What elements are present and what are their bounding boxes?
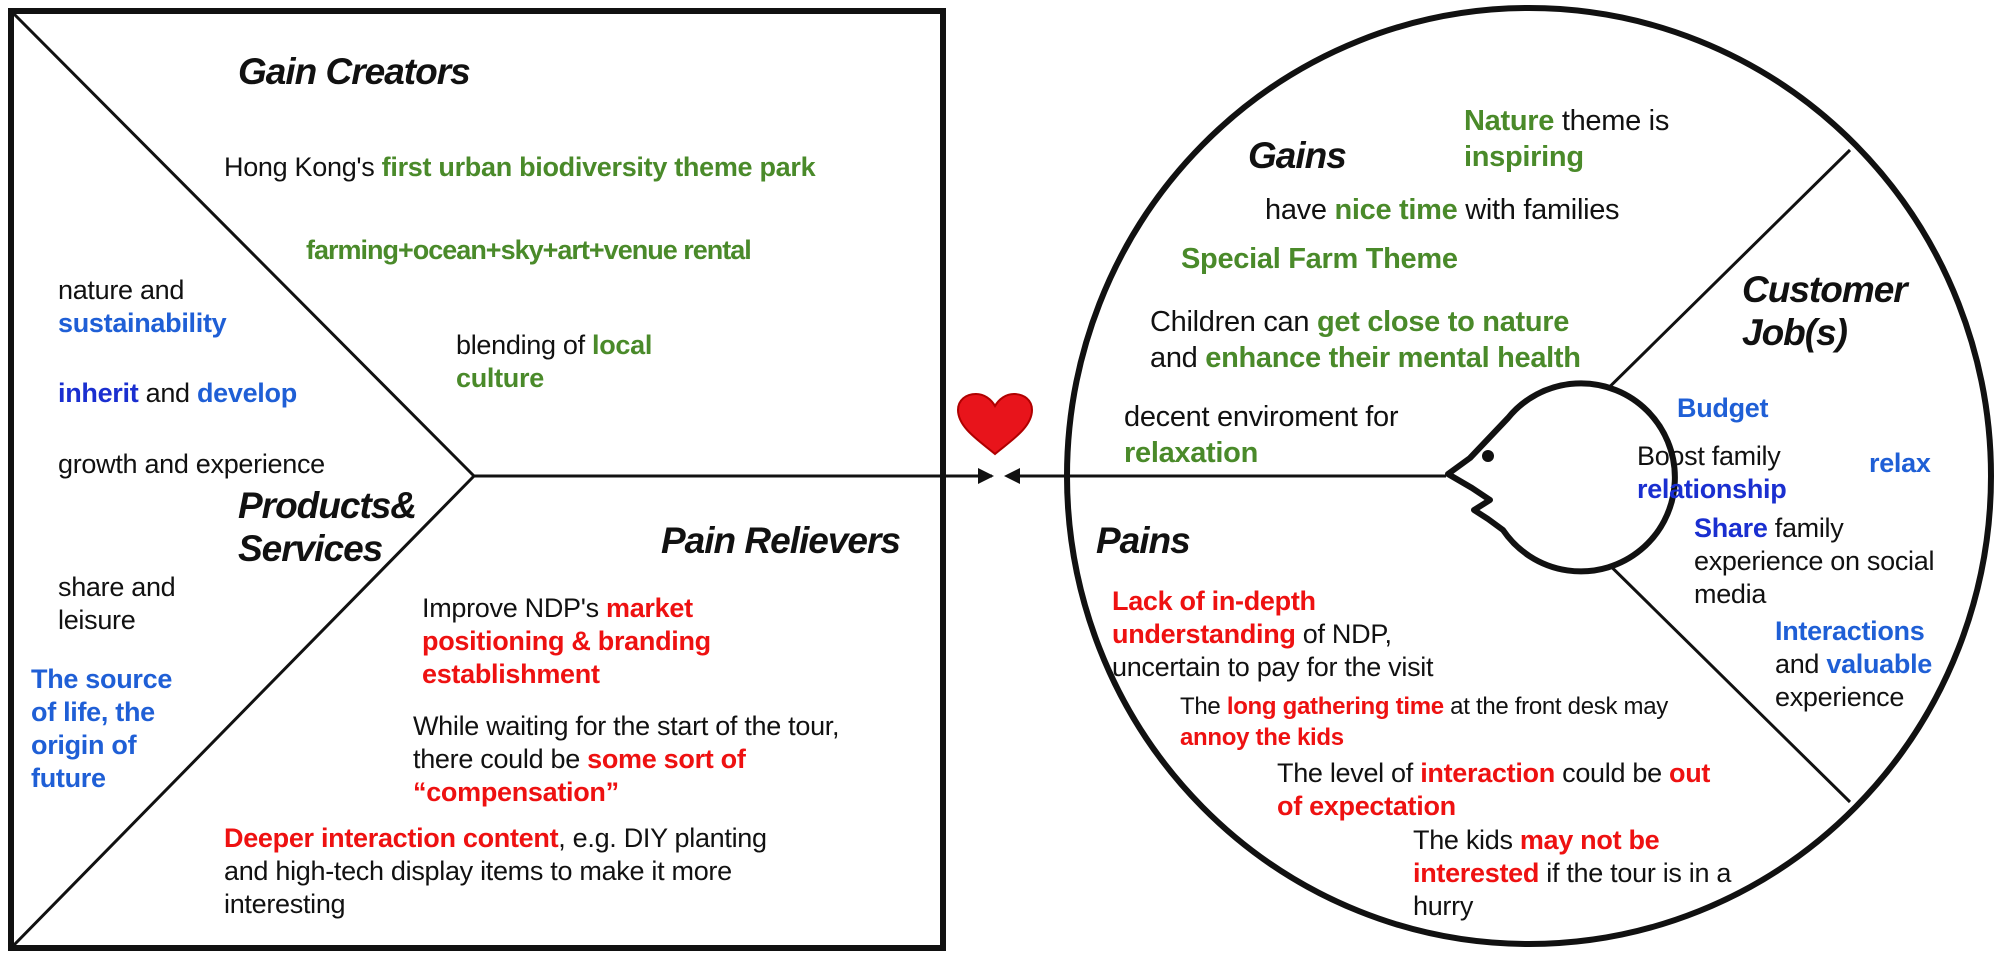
theme-park-text: Hong Kong's first urban biodiversity the… [224,152,816,182]
pain-relievers-title: Pain Relievers [661,520,901,561]
pains-title: Pains [1096,520,1191,561]
value-map-upper-diagonal [11,11,476,478]
farm-theme-text: Special Farm Theme [1181,243,1458,275]
gathering-time-text: The long gathering time at the front des… [1180,693,1668,751]
gain-creators-title: Gain Creators [238,51,471,92]
budget-text: Budget [1677,393,1769,423]
relax-text: relax [1869,448,1931,478]
growth-text: growth and experience [58,449,325,479]
activities-text: farming+ocean+sky+art+venue rental [306,235,752,265]
customer-profile-circle [1064,5,1994,947]
customer-face-icon [1445,380,1678,575]
left-arrowhead [978,468,994,484]
gains-title: Gains [1248,135,1347,176]
deeper-interaction-text: Deeper interaction content, e.g. DIY pla… [224,823,767,919]
inherit-develop-text: inherit and develop [58,378,297,408]
value-map-lower-diagonal [11,474,476,948]
heart-icon [956,392,1034,456]
right-arrowhead [1004,468,1020,484]
profile-lower-diagonal [1576,532,1852,804]
value-map-square [8,8,946,951]
compensation-text: While waiting for the start of the tour,… [413,711,840,807]
products-services-title: Products&Services [238,485,417,569]
profile-upper-diagonal [1576,148,1852,420]
nice-time-text: have nice time with families [1265,194,1620,226]
